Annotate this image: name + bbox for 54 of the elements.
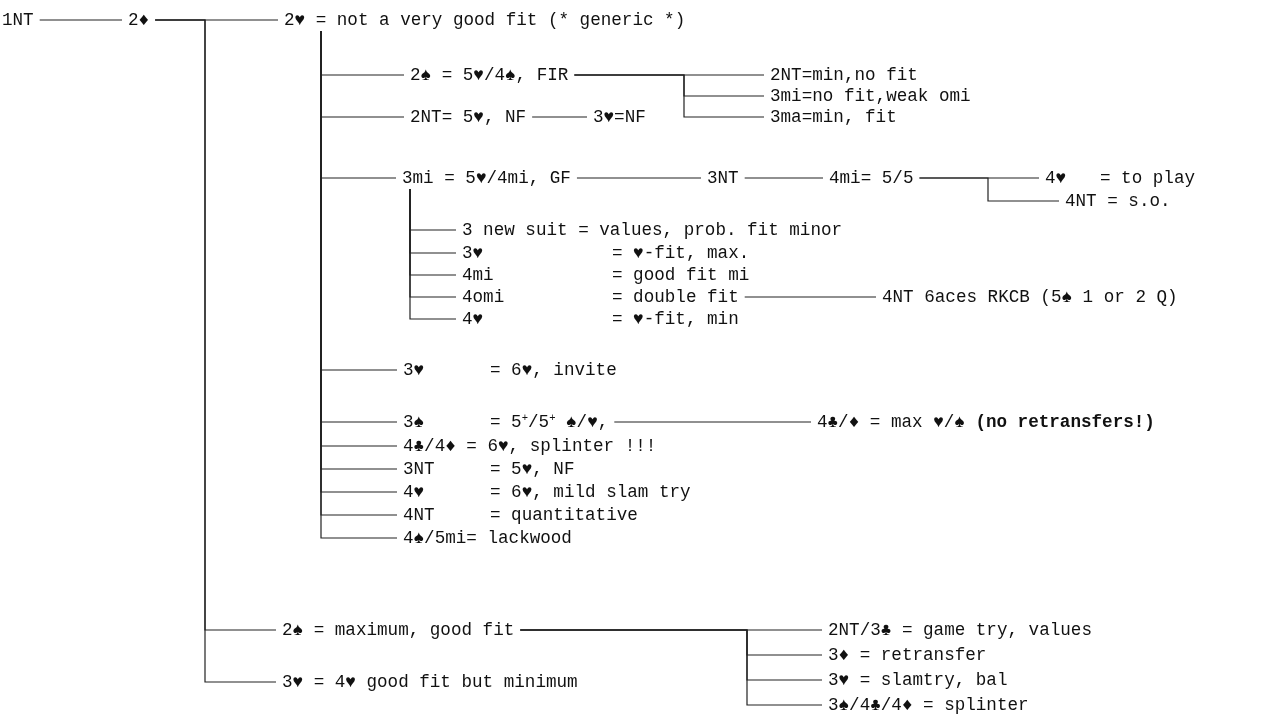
- bid-label: 3NT: [707, 168, 739, 188]
- bid-label: 3NT: [403, 459, 436, 479]
- bid-meaning: = good fit mi: [612, 265, 750, 285]
- bid-label: 2♠ = 5♥/4♠, FIR: [410, 65, 569, 85]
- bid-label: 3♥ = slamtry, bal: [828, 670, 1008, 690]
- connector-line: [519, 629, 823, 706]
- bid-meaning: = 6♥, invite: [490, 360, 617, 380]
- bid-label: 4♥: [403, 482, 426, 502]
- bid-meaning: = 6♥, mild slam try: [490, 482, 691, 502]
- connector-line: [744, 177, 824, 179]
- connector-line: [39, 19, 123, 21]
- bid-label: 3 new suit = values, prob. fit minor: [462, 220, 843, 240]
- bid-label: 3♠/4♣/4♦ = splinter: [828, 695, 1029, 715]
- bid-meaning: = ♥-fit, max.: [612, 243, 750, 263]
- bid-label: 3♠: [403, 412, 426, 432]
- bid-label: 4♣/♦ = max ♥/♠ (no retransfers!): [817, 412, 1155, 432]
- bid-label: 4NT: [403, 505, 436, 525]
- connector-line: [744, 296, 877, 298]
- bid-label: 4NT 6aces RKCB (5♠ 1 or 2 Q): [882, 287, 1178, 307]
- connector-line: [613, 421, 812, 423]
- bid-label: 1NT: [2, 10, 34, 30]
- connector-line: [918, 177, 1060, 202]
- bid-label: 3♦ = retransfer: [828, 645, 987, 665]
- bid-label: 2NT=min,no fit: [770, 65, 918, 85]
- connector-line: [573, 74, 765, 118]
- bid-label: 2NT/3♣ = game try, values: [828, 620, 1092, 640]
- bid-label: 2♥ = not a very good fit (* generic *): [284, 10, 686, 30]
- bid-label: 3ma=min, fit: [770, 107, 897, 127]
- bid-label: 4♠/5mi= lackwood: [403, 528, 572, 548]
- bid-meaning: = ♥-fit, min: [612, 309, 739, 329]
- bid-label: 3♥ = 4♥ good fit but minimum: [282, 672, 578, 692]
- connector-line: [409, 188, 457, 320]
- bid-meaning: = 5♥, NF: [490, 459, 575, 479]
- bid-label: 4mi= 5/5: [829, 168, 914, 188]
- connector-line: [576, 177, 702, 179]
- bid-label: 3♥=NF: [593, 107, 646, 127]
- bid-label: 4♥: [462, 309, 485, 329]
- bid-label: 2NT= 5♥, NF: [410, 107, 527, 127]
- bid-label: 4NT = s.o.: [1065, 191, 1171, 211]
- bid-label: 3♥: [462, 243, 485, 263]
- bid-label: 2♦: [128, 10, 150, 30]
- connector-line: [531, 116, 588, 118]
- bid-label: 3♥: [403, 360, 426, 380]
- bid-label: 3mi=no fit,weak omi: [770, 86, 971, 106]
- bid-meaning: = to play: [1100, 168, 1196, 188]
- bid-meaning: = 5$^{+}$/5$^{+}$ ♠/♥,: [490, 412, 609, 432]
- bid-label: 4mi: [462, 265, 495, 285]
- bid-label: 2♠ = maximum, good fit: [282, 620, 515, 640]
- bid-label: 4omi: [462, 287, 506, 307]
- bid-label: 4♥: [1045, 168, 1068, 188]
- bid-label: 4♣/4♦ = 6♥, splinter !!!: [403, 436, 657, 456]
- bid-meaning: = double fit: [612, 287, 739, 307]
- bid-meaning: = quantitative: [490, 505, 638, 525]
- bid-label: 3mi = 5♥/4mi, GF: [402, 168, 571, 188]
